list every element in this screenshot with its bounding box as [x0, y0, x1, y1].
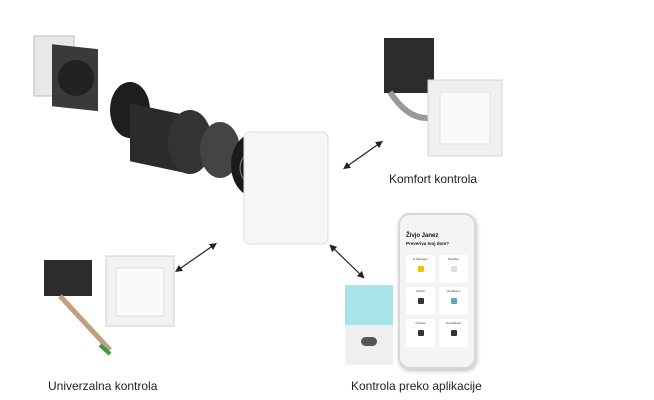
ventilation-unit-exploded — [30, 20, 340, 250]
wifi-hub-image — [345, 285, 395, 367]
climate-icon — [418, 330, 424, 336]
tile-label: Climate — [415, 321, 426, 325]
app-tile[interactable]: Switch — [406, 287, 435, 315]
kontrola-aplikacije-label: Kontrola preko aplikacije — [351, 379, 482, 393]
univerzalna-controller-image — [40, 250, 180, 360]
app-subtitle: Preveriva tvoj dom? — [406, 241, 450, 246]
tile-label: Switch — [416, 289, 425, 293]
komfort-controller-image — [378, 30, 508, 160]
smartphone-app: Živjo Janez Preveriva tvoj dom? E-Manage… — [398, 213, 476, 369]
ventilation-icon — [451, 298, 457, 304]
double-arrow-icon — [175, 242, 217, 273]
app-greeting: Živjo Janez — [406, 233, 439, 239]
energy-icon — [418, 266, 424, 272]
weather-icon — [451, 266, 457, 272]
tile-label: Ventilation — [446, 289, 461, 293]
univerzalna-kontrola-label: Univerzalna kontrola — [48, 379, 158, 393]
app-tile[interactable]: Weather — [439, 255, 468, 283]
tile-label: Weather — [447, 257, 460, 261]
app-tile[interactable]: Climate — [406, 319, 435, 347]
tile-label: SmartMeter — [445, 321, 462, 325]
app-tile[interactable]: Ventilation — [439, 287, 468, 315]
meter-icon — [451, 330, 457, 336]
app-tile[interactable]: SmartMeter — [439, 319, 468, 347]
double-arrow-icon — [343, 140, 383, 170]
tile-label: E-Manager — [413, 257, 428, 261]
double-arrow-icon — [329, 244, 365, 279]
bulb-icon — [418, 298, 424, 304]
app-tile[interactable]: E-Manager — [406, 255, 435, 283]
komfort-kontrola-label: Komfort kontrola — [389, 172, 478, 186]
cloud-icon — [361, 337, 377, 346]
